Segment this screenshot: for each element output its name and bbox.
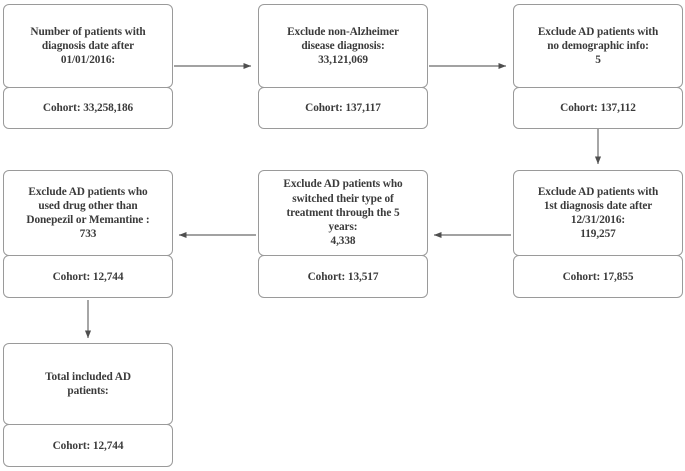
node-exclude-non-alzheimer-cohort-count: Cohort: 137,117 [258, 87, 428, 129]
node-total-included: Total included AD patients: Cohort: 12,7… [3, 343, 173, 467]
node-exclude-no-demographic-info-cohort-count: Cohort: 137,112 [513, 87, 683, 129]
node-exclude-other-drug-title: Exclude AD patients who used drug other … [3, 170, 173, 256]
node-initial-cohort-count: Cohort: 33,258,186 [3, 87, 173, 129]
node-exclude-switched-treatment-title: Exclude AD patients who switched their t… [258, 170, 428, 256]
node-exclude-no-demographic-info: Exclude AD patients with no demographic … [513, 4, 683, 129]
node-initial-title: Number of patients with diagnosis date a… [3, 4, 173, 88]
node-exclude-other-drug: Exclude AD patients who used drug other … [3, 170, 173, 298]
node-exclude-other-drug-cohort-count: Cohort: 12,744 [3, 255, 173, 298]
node-exclude-non-alzheimer-title: Exclude non-Alzheimer disease diagnosis:… [258, 4, 428, 88]
node-initial-cohort: Number of patients with diagnosis date a… [3, 4, 173, 129]
node-exclude-non-alzheimer: Exclude non-Alzheimer disease diagnosis:… [258, 4, 428, 129]
node-exclude-first-diagnosis-date-cohort-count: Cohort: 17,855 [513, 255, 683, 298]
node-total-included-title: Total included AD patients: [3, 343, 173, 425]
node-exclude-first-diagnosis-date: Exclude AD patients with 1st diagnosis d… [513, 170, 683, 298]
node-exclude-first-diagnosis-date-title: Exclude AD patients with 1st diagnosis d… [513, 170, 683, 256]
node-exclude-switched-treatment: Exclude AD patients who switched their t… [258, 170, 428, 298]
node-exclude-no-demographic-info-title: Exclude AD patients with no demographic … [513, 4, 683, 88]
node-exclude-switched-treatment-cohort-count: Cohort: 13,517 [258, 255, 428, 298]
node-total-included-cohort-count: Cohort: 12,744 [3, 424, 173, 467]
